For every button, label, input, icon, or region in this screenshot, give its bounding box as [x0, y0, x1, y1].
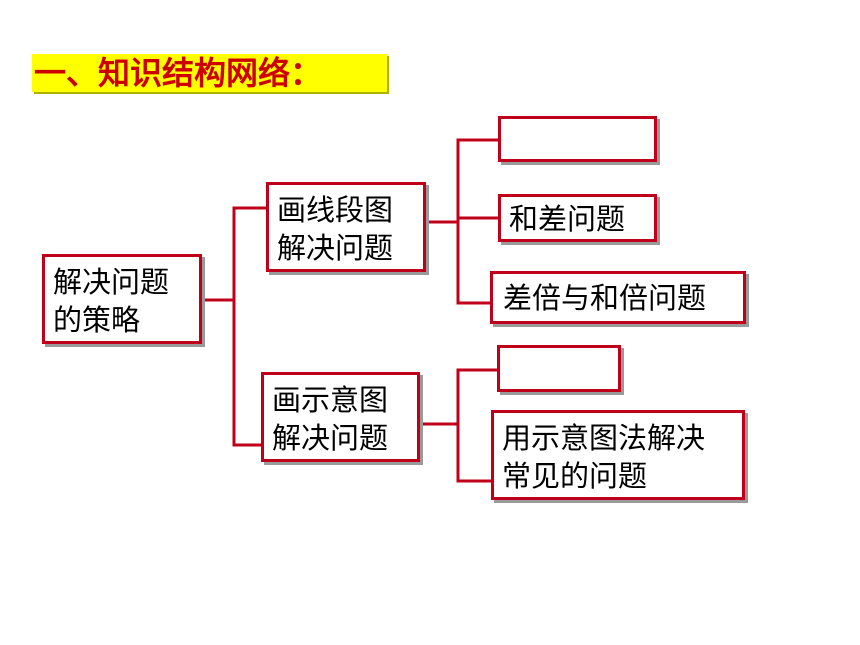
leaf-multiple-problems-text: 差倍与和倍问题 — [503, 281, 707, 315]
connector-root — [198, 206, 268, 447]
root-node-line-2: 的策略 — [53, 303, 141, 337]
branch-2-line-1: 画示意图 — [272, 383, 389, 417]
connector-branch-1 — [422, 138, 500, 305]
leaf-node-schematic-method: 用示意图法解决 常见的问题 — [491, 410, 745, 500]
branch-node-line-graph: 画线段图 解决问题 — [266, 182, 426, 272]
leaf-node-sum-difference: 和差问题 — [498, 194, 657, 242]
branch-1-line-1: 画线段图 — [277, 193, 394, 227]
root-node: 解决问题 的策略 — [42, 254, 202, 344]
leaf-schematic-method-line-1: 用示意图法解决 — [502, 421, 706, 455]
leaf-node-meaning: 意 义 — [498, 116, 657, 162]
leaf-node-steps: 步 骤 — [497, 345, 621, 392]
branch-2-line-2: 解决问题 — [272, 421, 389, 455]
leaf-sum-difference-text: 和差问题 — [509, 202, 626, 236]
leaf-schematic-method-line-2: 常见的问题 — [502, 459, 648, 493]
root-node-line-1: 解决问题 — [53, 265, 170, 299]
connector-branch-2 — [416, 368, 499, 483]
page-title: 一、知识结构网络： — [32, 54, 387, 92]
branch-1-line-2: 解决问题 — [277, 231, 394, 265]
leaf-node-multiple-problems: 差倍与和倍问题 — [490, 271, 746, 324]
branch-node-schematic: 画示意图 解决问题 — [261, 372, 420, 462]
